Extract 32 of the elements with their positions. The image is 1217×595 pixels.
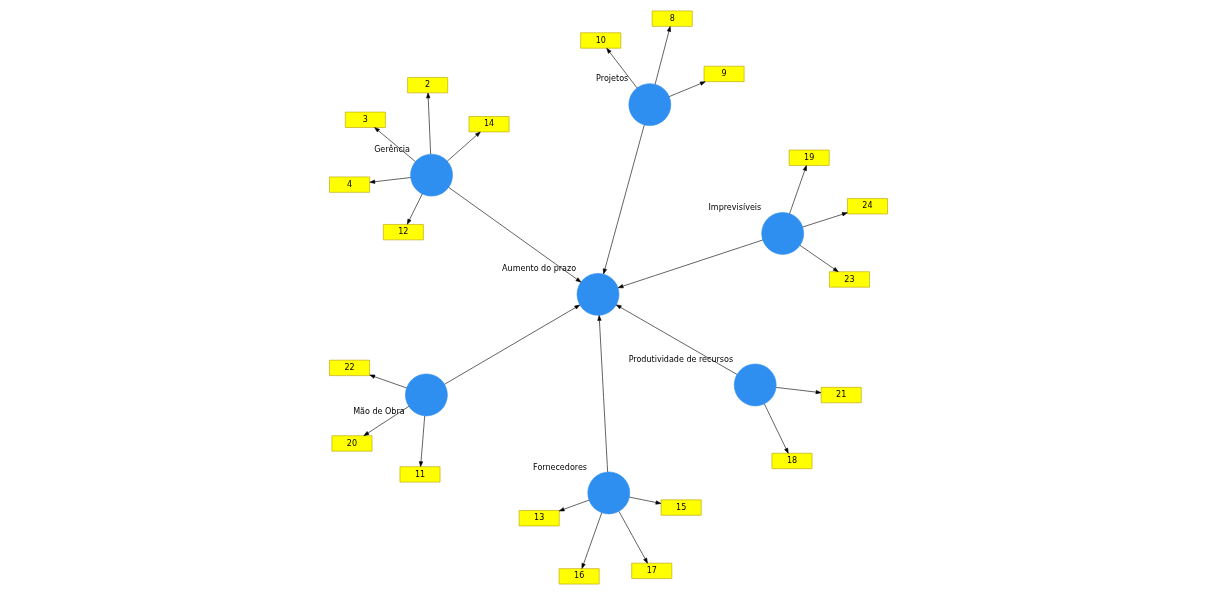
arrow [799, 245, 839, 273]
arrow [363, 406, 410, 436]
arrow [419, 415, 425, 467]
arrow [606, 48, 638, 89]
node-circle [628, 83, 672, 126]
arrow [444, 304, 581, 385]
arrow [426, 92, 431, 155]
arrow [558, 499, 590, 512]
node-circle [587, 471, 631, 515]
arrow [669, 81, 706, 97]
arrow [369, 374, 407, 389]
node-circle [761, 212, 804, 255]
arrow [369, 177, 411, 184]
arrow [448, 187, 582, 283]
arrow [446, 131, 481, 162]
arrow [775, 387, 822, 395]
arrow [615, 304, 738, 375]
arrow [802, 212, 848, 228]
arrow [789, 165, 807, 214]
arrow [618, 511, 648, 564]
arrow [654, 26, 671, 85]
arrow [764, 403, 789, 454]
arrow [597, 315, 608, 473]
arrow [602, 124, 645, 275]
arrow [617, 239, 764, 289]
arrow [581, 512, 603, 569]
arrow [374, 127, 416, 162]
node-circle [733, 363, 777, 407]
arrow [629, 496, 662, 505]
arrow [407, 193, 423, 225]
node-circle [410, 153, 453, 197]
node-circle [405, 373, 448, 417]
